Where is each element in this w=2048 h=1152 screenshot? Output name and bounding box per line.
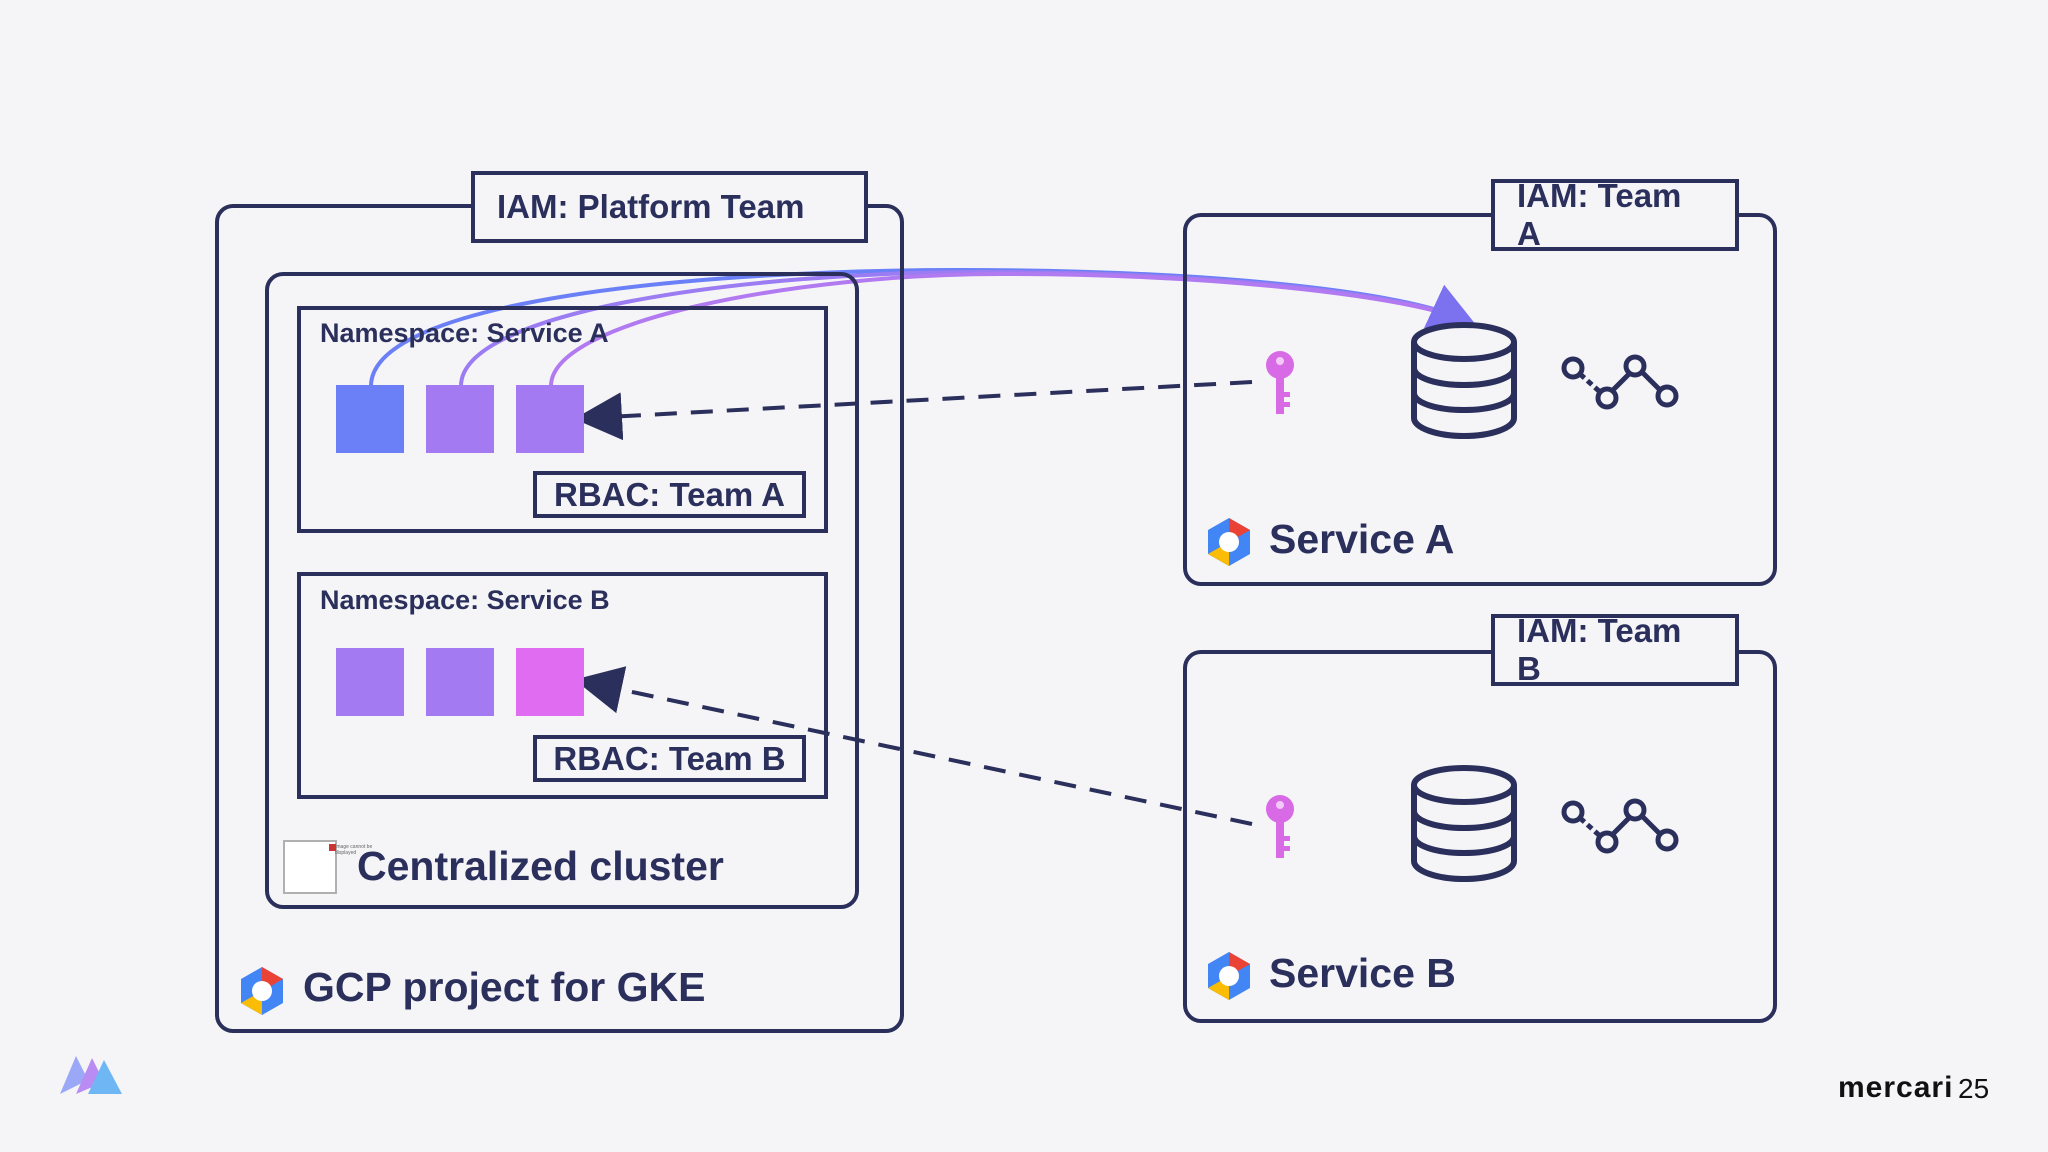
- metrics-icon: [1561, 796, 1681, 856]
- gcp-hexagon-icon: [234, 963, 290, 1019]
- broken-image-icon: [329, 844, 336, 851]
- iam-team-a-label: IAM: Team A: [1491, 177, 1739, 252]
- namespace-service-a-box: [297, 306, 828, 533]
- key-icon: [1260, 792, 1300, 860]
- namespace-service-b-box: [297, 572, 828, 799]
- service-a-title: Service A: [1269, 516, 1455, 562]
- gcp-project-title: GCP project for GKE: [303, 964, 706, 1010]
- pod-b-1: [336, 648, 404, 716]
- cluster-title: Centralized cluster: [357, 843, 724, 889]
- pod-a-1: [336, 385, 404, 453]
- mercari-logo-text: mercari: [1838, 1071, 1954, 1104]
- cluster-box: [265, 272, 859, 909]
- namespace-service-b-title: Namespace: Service B: [320, 585, 610, 615]
- service-b-title: Service B: [1269, 950, 1456, 996]
- rbac-team-a-label: RBAC: Team A: [533, 471, 806, 518]
- dashed-link-key-b: [574, 666, 1253, 826]
- pod-a-3: [516, 385, 584, 453]
- service-b-box: [1183, 650, 1777, 1023]
- pod-a-2: [426, 385, 494, 453]
- gcp-hexagon-icon: [1201, 514, 1257, 570]
- pod-b-2: [426, 648, 494, 716]
- iam-team-b-label: IAM: Team B: [1491, 612, 1739, 687]
- page-number: 25: [1958, 1073, 1990, 1104]
- key-icon: [1260, 348, 1300, 416]
- dashed-link-key-a: [574, 380, 1253, 441]
- broken-image-placeholder: Image cannot be displayed: [283, 840, 372, 894]
- database-icon: [1409, 320, 1519, 440]
- namespace-service-a-title: Namespace: Service A: [320, 318, 609, 348]
- rbac-team-b-label: RBAC: Team B: [533, 735, 806, 782]
- broken-image-text: Image cannot be displayed: [335, 844, 373, 856]
- database-icon: [1409, 763, 1519, 883]
- service-a-box: [1183, 213, 1777, 586]
- gcp-hexagon-icon: [1201, 948, 1257, 1004]
- link-pod-3-to-db: [549, 271, 1478, 387]
- metrics-icon: [1561, 352, 1681, 412]
- mercari-m-logo-icon: [58, 1052, 124, 1096]
- iam-platform-team-label: IAM: Platform Team: [471, 171, 868, 243]
- pod-b-3: [516, 648, 584, 716]
